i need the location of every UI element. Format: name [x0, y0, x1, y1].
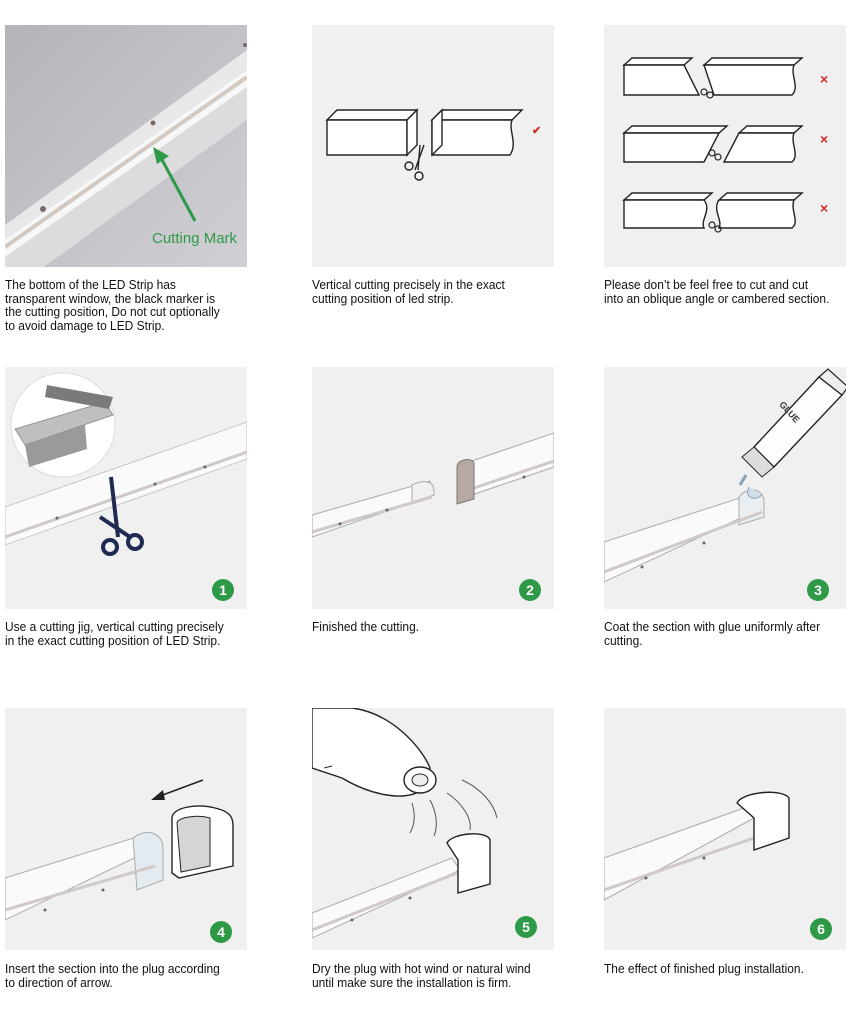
cutting-jig-diagram [5, 372, 247, 556]
step-badge: 6 [810, 918, 832, 940]
caption-6: Coat the section with glue uniformly aft… [604, 619, 821, 648]
check-icon: ✔ [532, 125, 542, 137]
caption-3: Please don’t be feel free to cut and cut… [604, 277, 830, 306]
step-badge: 4 [210, 921, 232, 943]
scissors-icon [98, 476, 144, 556]
step-badge: 1 [212, 579, 234, 601]
caption-4: Use a cutting jig, vertical cutting prec… [5, 619, 224, 648]
arrow-icon [153, 147, 197, 222]
scissors-icon [700, 88, 722, 233]
panel-step-5: 5 [312, 708, 554, 950]
cross-icon: × [820, 131, 829, 147]
panel-wrong-cuts: × × × [604, 25, 846, 267]
scissors-icon [404, 144, 425, 181]
caption-2: Vertical cutting precisely in the exact … [312, 277, 505, 306]
hot-wind-drying-diagram [312, 708, 498, 939]
wrong-cut-diagrams [622, 57, 804, 233]
step-badge: 2 [519, 579, 541, 601]
finished-plug-diagram [604, 791, 790, 901]
cross-icon: × [820, 200, 829, 216]
hair-dryer-icon [312, 708, 437, 797]
step-badge: 3 [807, 579, 829, 601]
wind-lines [409, 779, 498, 837]
panel-step-1: 1 [5, 367, 247, 609]
panel-cutting-mark-photo: Cutting Mark [5, 25, 247, 267]
panel-step-4: 4 [5, 708, 247, 950]
panel-step-6: 6 [604, 708, 846, 950]
glue-tube-icon [738, 368, 846, 499]
panel-step-2: 2 [312, 367, 554, 609]
caption-1: The bottom of the LED Strip has transpar… [5, 277, 220, 333]
step-badge: 5 [515, 916, 537, 938]
led-strip-photo [5, 25, 247, 267]
caption-9: The effect of finished plug installation… [604, 961, 804, 976]
insert-plug-diagram [5, 779, 234, 921]
cross-icon: × [820, 71, 829, 87]
cutting-mark-label: Cutting Mark [152, 230, 238, 247]
caption-5: Finished the cutting. [312, 619, 420, 634]
panel-vertical-cut: ✔ [312, 25, 554, 267]
arrow-icon [151, 779, 204, 800]
finished-cut-diagram [312, 432, 554, 538]
panel-step-3: GLUE 3 [604, 367, 846, 609]
glue-coating-diagram [604, 368, 846, 583]
caption-8: Dry the plug with hot wind or natural wi… [312, 961, 531, 990]
vertical-cut-diagram [325, 108, 524, 181]
caption-7: Insert the section into the plug accordi… [5, 961, 220, 990]
